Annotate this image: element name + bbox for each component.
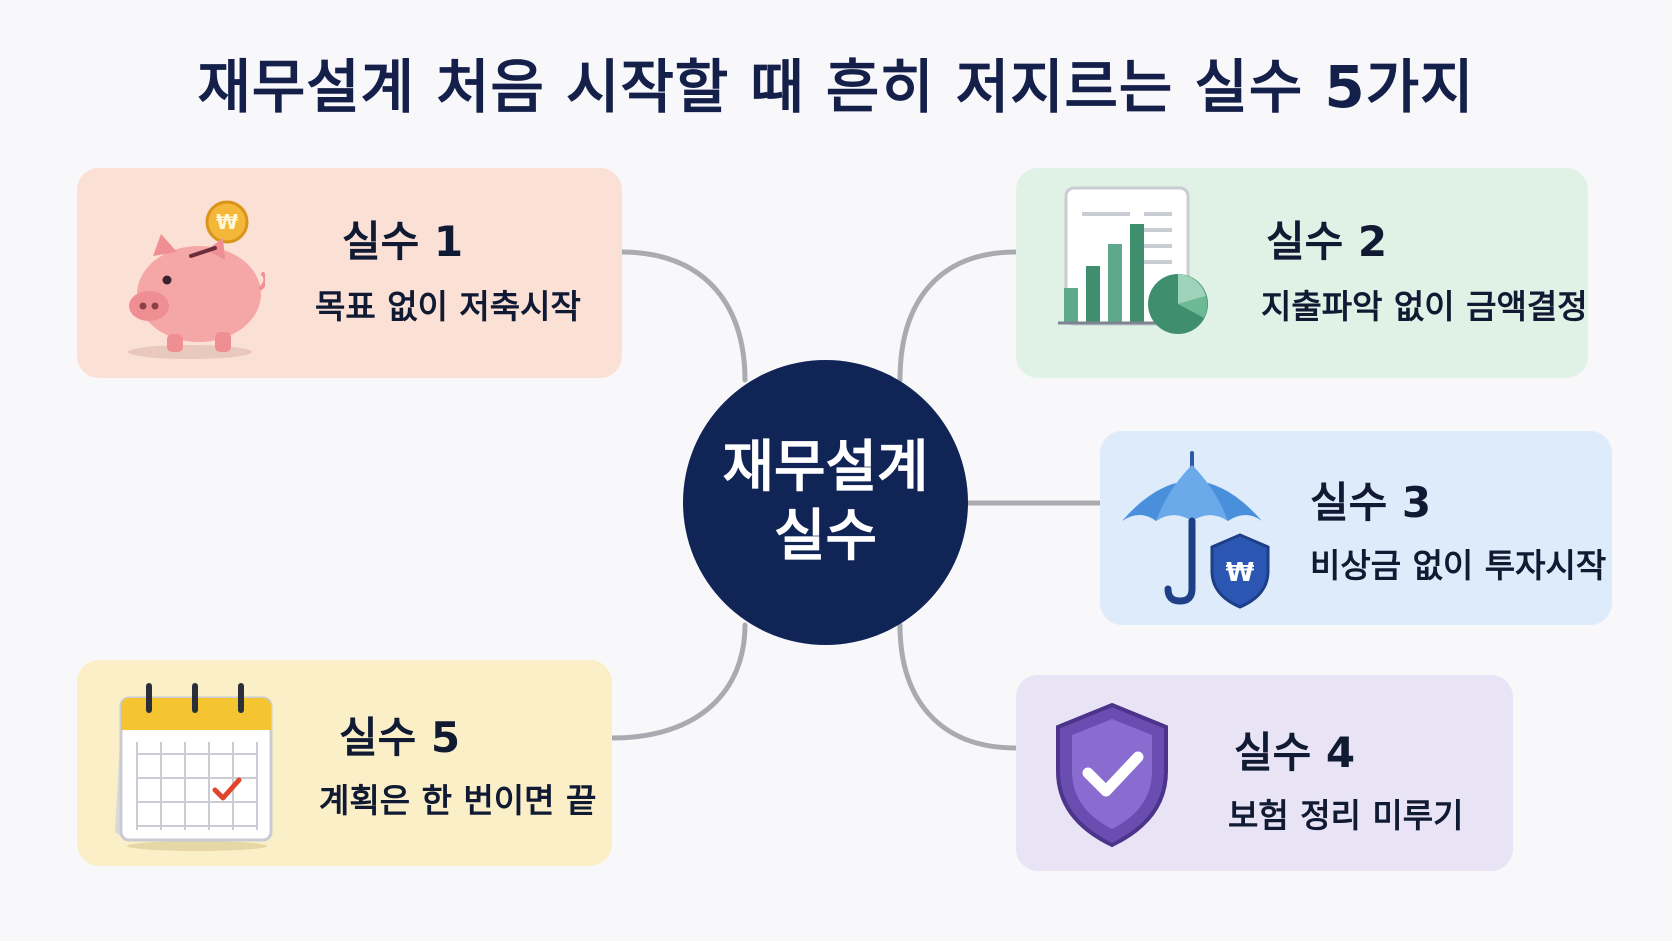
connector-2 bbox=[897, 249, 1019, 383]
mistake-desc-4: 보험 정리 미루기 bbox=[1228, 796, 1464, 835]
mistake-heading-1: 실수 1 bbox=[342, 217, 464, 266]
svg-text:₩: ₩ bbox=[1226, 558, 1255, 588]
connector-5 bbox=[609, 622, 748, 741]
mistake-desc-1: 목표 없이 저축시작 bbox=[315, 287, 581, 326]
page-title: 재무설계 처음 시작할 때 흔히 저지르는 실수 5가지 bbox=[197, 53, 1475, 121]
shield-check-icon bbox=[1056, 702, 1168, 848]
calendar-icon bbox=[115, 683, 273, 851]
umbrella-shield-icon: ₩ bbox=[1122, 451, 1270, 609]
svg-text:₩: ₩ bbox=[216, 210, 238, 234]
mistake-desc-5: 계획은 한 번이면 끝 bbox=[319, 781, 597, 820]
hub-label-line1: 재무설계 bbox=[722, 435, 929, 501]
connector-1 bbox=[619, 249, 748, 383]
mistake-card-5: 실수 5 계획은 한 번이면 끝 bbox=[77, 660, 612, 866]
mistake-heading-3: 실수 3 bbox=[1310, 478, 1432, 527]
mistake-heading-2: 실수 2 bbox=[1266, 217, 1388, 266]
mistake-card-3: ₩ 실수 3 비상금 없이 투자시작 bbox=[1100, 431, 1612, 625]
mistake-card-1: ₩ 실수 1 목표 없이 저축시작 bbox=[77, 168, 622, 378]
mistake-card-2: 실수 2 지출파악 없이 금액결정 bbox=[1016, 168, 1588, 378]
connector-4 bbox=[897, 622, 1019, 751]
center-hub: 재무설계 실수 bbox=[683, 360, 968, 645]
piggy-bank-icon: ₩ bbox=[128, 200, 265, 359]
mistake-heading-4: 실수 4 bbox=[1234, 728, 1356, 777]
hub-label-line2: 실수 bbox=[773, 503, 878, 569]
spending-report-icon bbox=[1058, 186, 1208, 334]
mistake-desc-3: 비상금 없이 투자시작 bbox=[1310, 546, 1607, 585]
mistake-heading-5: 실수 5 bbox=[339, 713, 461, 762]
mistake-desc-2: 지출파악 없이 금액결정 bbox=[1261, 287, 1588, 326]
mistake-card-4: 실수 4 보험 정리 미루기 bbox=[1016, 675, 1513, 871]
